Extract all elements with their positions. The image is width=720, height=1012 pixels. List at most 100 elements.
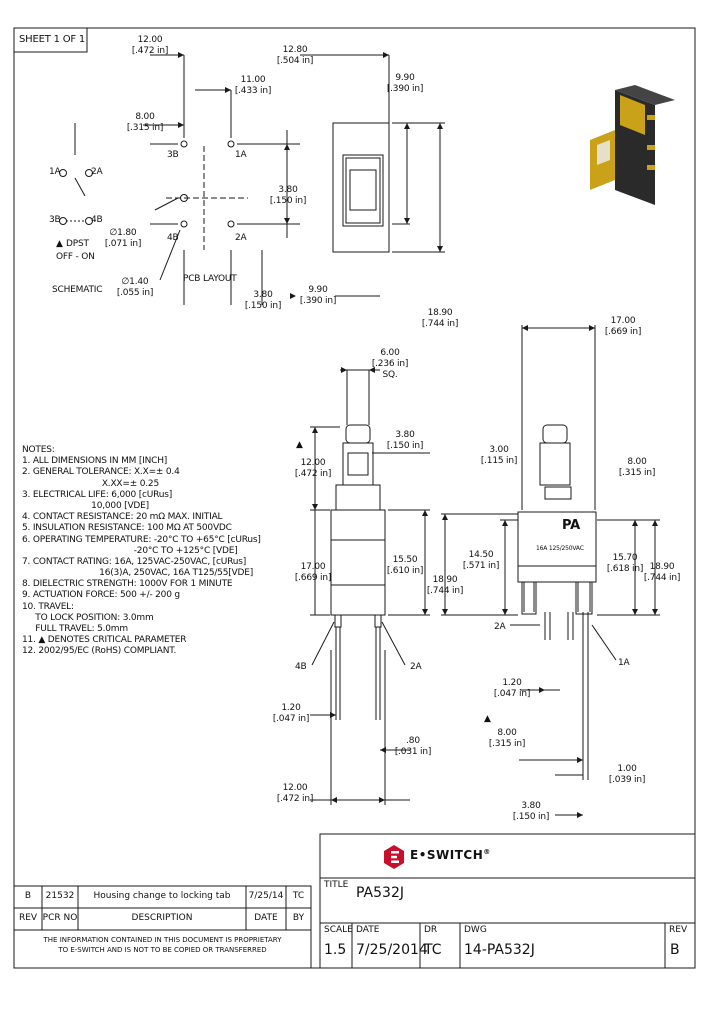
note-line: 1. ALL DIMENSIONS IN MM [INCH] — [22, 456, 168, 467]
title-label: TITLE — [324, 880, 349, 890]
top-view — [300, 54, 445, 297]
rev-row-rev: B — [24, 891, 32, 901]
dim-label: 3.00[.115 in] — [480, 445, 518, 466]
eswitch-logo-mark — [384, 845, 404, 869]
dim-label: 18.90[.744 in] — [643, 562, 681, 583]
dim-label: 12.80[.504 in] — [276, 45, 314, 66]
schematic-pin-3b: 3B — [49, 215, 61, 225]
rev-header-by: BY — [292, 913, 305, 923]
dim-label: 8.00[.315 in] — [488, 728, 526, 749]
schematic-pin-1a: 1A — [49, 167, 61, 177]
schematic-pin-4b: 4B — [91, 215, 103, 225]
drawn-by-value: TC — [424, 942, 442, 958]
dim-label: 8.00[.315 in] — [126, 112, 164, 133]
rev-header-pcr: PCR NO — [42, 913, 78, 923]
dwg-label: DWG — [464, 925, 487, 935]
dim-label: 9.90[.390 in] — [386, 73, 424, 94]
logo-box — [319, 833, 696, 879]
dim-label: 1.20[.047 in] — [272, 703, 310, 724]
pcb-pin-2a: 2A — [235, 233, 247, 243]
critical-symbol: ▲ — [296, 440, 303, 450]
note-line: TO LOCK POSITION: 3.0mm — [22, 612, 154, 623]
note-line: 12. 2002/95/EC (RoHS) COMPLIANT. — [22, 646, 177, 657]
note-line: 10. TRAVEL: — [22, 601, 74, 612]
schematic-symbol — [59, 123, 93, 225]
note-line: 2. GENERAL TOLERANCE: X.X=± 0.4 — [22, 467, 180, 478]
dim-label: 11.00[.433 in] — [234, 75, 272, 96]
dim-label: 3.80[.150 in] — [244, 290, 282, 311]
note-line: 8. DIELECTRIC STRENGTH: 1000V FOR 1 MINU… — [22, 579, 233, 590]
front-pin-2a: 2A — [494, 622, 506, 632]
dim-label: 12.00[.472 in] — [131, 35, 169, 56]
dim-label: ∅1.80[.071 in] — [104, 228, 142, 249]
scale-value: 1.5 — [324, 942, 347, 958]
dim-label: ∅1.40[.055 in] — [116, 277, 154, 298]
pcb-pin-4b: 4B — [167, 233, 179, 243]
date-value: 7/25/2014 — [356, 942, 428, 958]
part-title: PA532J — [356, 885, 404, 901]
dim-label: 9.90[.390 in] — [299, 285, 337, 306]
note-line: 9. ACTUATION FORCE: 500 +/- 200 g — [22, 590, 180, 601]
pcb-pin-3b: 3B — [167, 150, 179, 160]
rev-label: REV — [669, 925, 688, 935]
sheet-label: SHEET 1 OF 1 — [19, 34, 86, 45]
dim-label: 14.50[.571 in] — [462, 550, 500, 571]
dim-label: 17.00[.669 in] — [294, 562, 332, 583]
critical-symbol: ▲ — [484, 714, 491, 724]
rev-row-pcr: 21532 — [45, 891, 75, 901]
date-label: DATE — [356, 925, 380, 935]
dim-label: 18.90[.744 in] — [426, 575, 464, 596]
dim-label: 1.20[.047 in] — [493, 678, 531, 699]
dim-label: 12.00[.472 in] — [294, 458, 332, 479]
dim-label: 18.90[.744 in] — [421, 308, 459, 329]
dim-label: 17.00[.669 in] — [604, 316, 642, 337]
note-line: 4. CONTACT RESISTANCE: 20 mΩ MAX. INITIA… — [22, 512, 223, 523]
note-line: 10,000 [VDE] — [22, 500, 149, 511]
sheet-label-box — [13, 27, 88, 53]
info-box — [319, 922, 696, 969]
note-line: FULL TRAVEL: 5.0mm — [22, 624, 128, 634]
body-mark: PA — [562, 518, 580, 533]
note-line: 11. ▲ DENOTES CRITICAL PARAMETER — [22, 635, 187, 646]
dim-label: 8.00[.315 in] — [618, 457, 656, 478]
dim-label: 15.50[.610 in] — [386, 555, 424, 576]
front-pin-1a: 1A — [618, 658, 630, 668]
pcb-layout-caption: PCB LAYOUT — [183, 274, 237, 284]
product-render — [590, 85, 675, 205]
rev-header-rev: REV — [18, 913, 38, 923]
dim-label: 12.00[.472 in] — [276, 783, 314, 804]
note-line: 16(3)A, 250VAC, 16A T125/55[VDE] — [22, 568, 254, 579]
schematic-title: SCHEMATIC — [52, 285, 103, 295]
dim-label: 3.80[.150 in] — [512, 801, 550, 822]
dim-label: 3.80[.150 in] — [269, 185, 307, 206]
note-line: 6. OPERATING TEMPERATURE: -20°C TO +65°C… — [22, 534, 261, 545]
rev-row-by: TC — [292, 891, 305, 901]
dwg-number: 14-PA532J — [464, 942, 535, 958]
schematic-pin-2a: 2A — [91, 167, 103, 177]
dimension-arrows — [178, 52, 658, 818]
dim-label: 3.80[.150 in] — [386, 430, 424, 451]
rev-row-description: Housing change to locking tab — [93, 891, 231, 901]
pcb-pin-1a: 1A — [235, 150, 247, 160]
note-line: NOTES: — [22, 445, 55, 455]
dim-label: 1.00[.039 in] — [608, 764, 646, 785]
front-view — [441, 325, 660, 816]
scale-label: SCALE — [324, 925, 353, 935]
side-view — [310, 369, 430, 805]
note-line: 3. ELECTRICAL LIFE: 6,000 [cURus] — [22, 489, 173, 500]
dim-label: .80[.031 in] — [394, 736, 432, 757]
rev-header-description: DESCRIPTION — [131, 913, 193, 923]
notes-list: NOTES: 1. ALL DIMENSIONS IN MM [INCH] 2.… — [22, 445, 261, 658]
note-line: -20°C TO +125°C [VDE] — [22, 545, 238, 556]
drawn-by-label: DR — [424, 925, 438, 935]
critical-symbol: ▲ — [56, 239, 63, 249]
brand-logo: E•SWITCH® — [410, 848, 491, 862]
note-line: 5. INSULATION RESISTANCE: 100 MΩ AT 500V… — [22, 523, 232, 534]
side-pin-4b: 4B — [295, 662, 307, 672]
schematic-caption-dpst: DPST — [66, 239, 89, 249]
dim-label: 15.70[.618 in] — [606, 553, 644, 574]
rev-value: B — [670, 942, 680, 958]
rev-row-date: 7/25/14 — [248, 891, 284, 901]
note-line: 7. CONTACT RATING: 16A, 125VAC-250VAC, [… — [22, 556, 247, 567]
